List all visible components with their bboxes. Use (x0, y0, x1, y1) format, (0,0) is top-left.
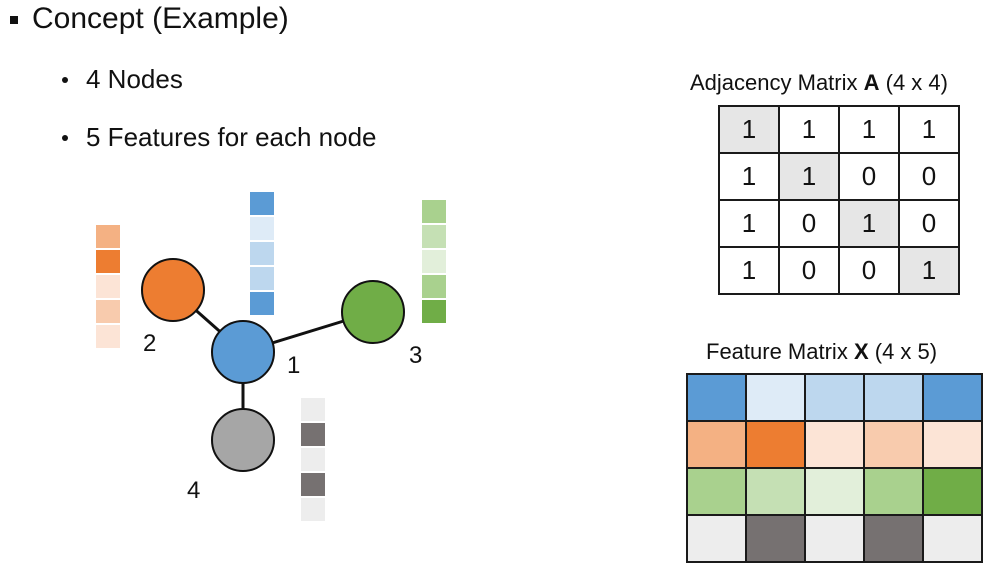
feature-cell (922, 373, 983, 422)
feature-swatch (422, 225, 446, 250)
heading: Concept (Example) (10, 2, 289, 36)
feature-swatch (301, 398, 325, 423)
adjacency-cell: 1 (838, 199, 900, 248)
feature-cell (745, 420, 806, 469)
feature-stripe-node-1 (250, 192, 274, 317)
feature-cell (804, 514, 865, 563)
feature-cell (863, 467, 924, 516)
node-2 (141, 258, 205, 322)
dot-bullet-icon (62, 76, 68, 83)
feature-cell (863, 373, 924, 422)
feature-swatch (96, 300, 120, 325)
adjacency-cell: 0 (778, 246, 840, 295)
feature-cell (686, 373, 747, 422)
feature-row (686, 514, 983, 563)
feature-cell (686, 514, 747, 563)
feature-cell (686, 420, 747, 469)
feature-swatch (422, 200, 446, 225)
feature-swatch (250, 267, 274, 292)
feature-cell (745, 467, 806, 516)
node-3 (341, 280, 405, 344)
node-label-3: 3 (409, 342, 423, 369)
feature-row (686, 467, 983, 516)
feature-swatch (96, 250, 120, 275)
feature-caption: Feature Matrix X (4 x 5) (706, 339, 937, 365)
adjacency-cell: 0 (838, 152, 900, 201)
feature-stripe-node-2 (96, 225, 120, 350)
adjacency-cell: 0 (898, 152, 960, 201)
feature-stripe-node-4 (301, 398, 325, 523)
node-label-2: 2 (143, 330, 157, 357)
feature-caption-suffix: (4 x 5) (868, 339, 938, 364)
feature-swatch (96, 325, 120, 350)
adjacency-cell: 0 (778, 199, 840, 248)
heading-text: Concept (Example) (32, 2, 289, 35)
adjacency-caption: Adjacency Matrix A (4 x 4) (690, 70, 948, 96)
feature-swatch (301, 448, 325, 473)
feature-cell (922, 420, 983, 469)
bullet-nodes: 4 Nodes (62, 64, 183, 95)
adjacency-cell: 0 (838, 246, 900, 295)
feature-cell (804, 467, 865, 516)
feature-swatch (96, 225, 120, 250)
adjacency-cell: 1 (718, 105, 780, 154)
feature-cell (922, 514, 983, 563)
feature-swatch (250, 242, 274, 267)
feature-swatch (301, 473, 325, 498)
node-4 (211, 408, 275, 472)
feature-swatch (301, 423, 325, 448)
adjacency-caption-prefix: Adjacency Matrix (690, 70, 864, 95)
node-label-4: 4 (187, 477, 201, 504)
feature-row (686, 373, 983, 422)
adjacency-cell: 1 (778, 152, 840, 201)
feature-matrix (686, 373, 983, 563)
dot-bullet-icon (62, 134, 68, 141)
feature-cell (745, 373, 806, 422)
feature-caption-symbol: X (853, 339, 869, 364)
adjacency-cell: 1 (778, 105, 840, 154)
feature-swatch (422, 300, 446, 325)
feature-swatch (250, 292, 274, 317)
feature-swatch (422, 250, 446, 275)
adjacency-cell: 1 (718, 152, 780, 201)
feature-swatch (250, 192, 274, 217)
feature-swatch (301, 498, 325, 523)
adjacency-cell: 1 (718, 246, 780, 295)
feature-cell (804, 373, 865, 422)
feature-cell (922, 467, 983, 516)
feature-stripe-node-3 (422, 200, 446, 325)
feature-row (686, 420, 983, 469)
feature-swatch (96, 275, 120, 300)
node-label-1: 1 (287, 352, 301, 379)
adjacency-cell: 0 (898, 199, 960, 248)
feature-cell (863, 514, 924, 563)
adjacency-caption-symbol: A (863, 70, 880, 95)
node-1 (211, 320, 275, 384)
feature-cell (804, 420, 865, 469)
adjacency-cell: 1 (898, 105, 960, 154)
feature-cell (745, 514, 806, 563)
adjacency-caption-suffix: (4 x 4) (879, 70, 948, 95)
adjacency-cell: 1 (718, 199, 780, 248)
adjacency-cell: 1 (838, 105, 900, 154)
feature-caption-prefix: Feature Matrix (706, 339, 854, 364)
feature-swatch (422, 275, 446, 300)
bullet-features: 5 Features for each node (62, 122, 377, 153)
feature-cell (686, 467, 747, 516)
bullet-features-text: 5 Features for each node (86, 122, 377, 152)
feature-cell (863, 420, 924, 469)
feature-swatch (250, 217, 274, 242)
bullet-nodes-text: 4 Nodes (86, 64, 183, 94)
adjacency-cell: 1 (898, 246, 960, 295)
square-bullet-icon (10, 16, 18, 24)
